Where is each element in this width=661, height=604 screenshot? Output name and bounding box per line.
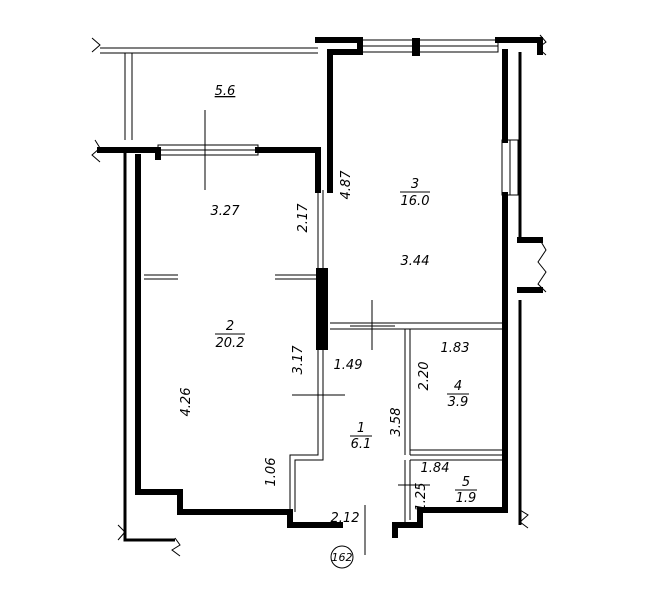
dimension-label: 1.25 <box>414 483 429 512</box>
apartment-number-marker: 162 <box>330 545 354 569</box>
room-label-1: 1 6.1 <box>350 421 372 452</box>
break-marks <box>91 34 547 557</box>
room-number: 2 <box>226 319 234 334</box>
dimension-label: 2.17 <box>296 203 311 233</box>
axis-marks <box>204 110 430 555</box>
dimension-label: 3.27 <box>211 204 241 219</box>
room-area: 20.2 <box>216 336 245 351</box>
dimension-label: 4.26 <box>179 388 194 417</box>
room-area: 1.9 <box>456 491 477 506</box>
balcony-outline <box>91 37 318 140</box>
dimension-label: 2.12 <box>331 511 360 526</box>
dimension-label: 2.20 <box>417 362 432 391</box>
room-number: 5 <box>462 475 470 490</box>
room-number: 1 <box>357 421 365 436</box>
room-number: 4 <box>454 379 462 394</box>
dimensions: 3.27 2.17 4.87 3.44 1.83 1.49 3.17 2.20 … <box>179 170 469 526</box>
windows <box>157 38 519 196</box>
room-area: 3.9 <box>448 395 469 410</box>
room-label-3: 3 16.0 <box>400 177 430 209</box>
dimension-label: 1.49 <box>334 358 363 373</box>
room-label-5: 5 1.9 <box>455 475 477 506</box>
dimension-label: 1.06 <box>264 458 279 487</box>
dimension-label: 4.87 <box>339 170 354 200</box>
room-number: 3 <box>411 177 419 192</box>
dimension-label: 3.17 <box>291 345 306 375</box>
room-label-4: 4 3.9 <box>447 379 469 410</box>
room-area: 6.1 <box>351 437 372 452</box>
room-area: 16.0 <box>401 194 430 209</box>
room-label-2: 2 20.2 <box>215 319 245 351</box>
interior-walls <box>144 190 505 525</box>
balcony-area: 5.6 <box>215 84 236 99</box>
dimension-label: 3.44 <box>401 254 430 269</box>
exterior-walls <box>97 37 543 542</box>
dimension-label: 1.84 <box>421 461 450 476</box>
dimension-label: 1.83 <box>441 341 470 356</box>
dimension-label: 3.58 <box>389 408 404 437</box>
apartment-number: 162 <box>332 551 353 564</box>
